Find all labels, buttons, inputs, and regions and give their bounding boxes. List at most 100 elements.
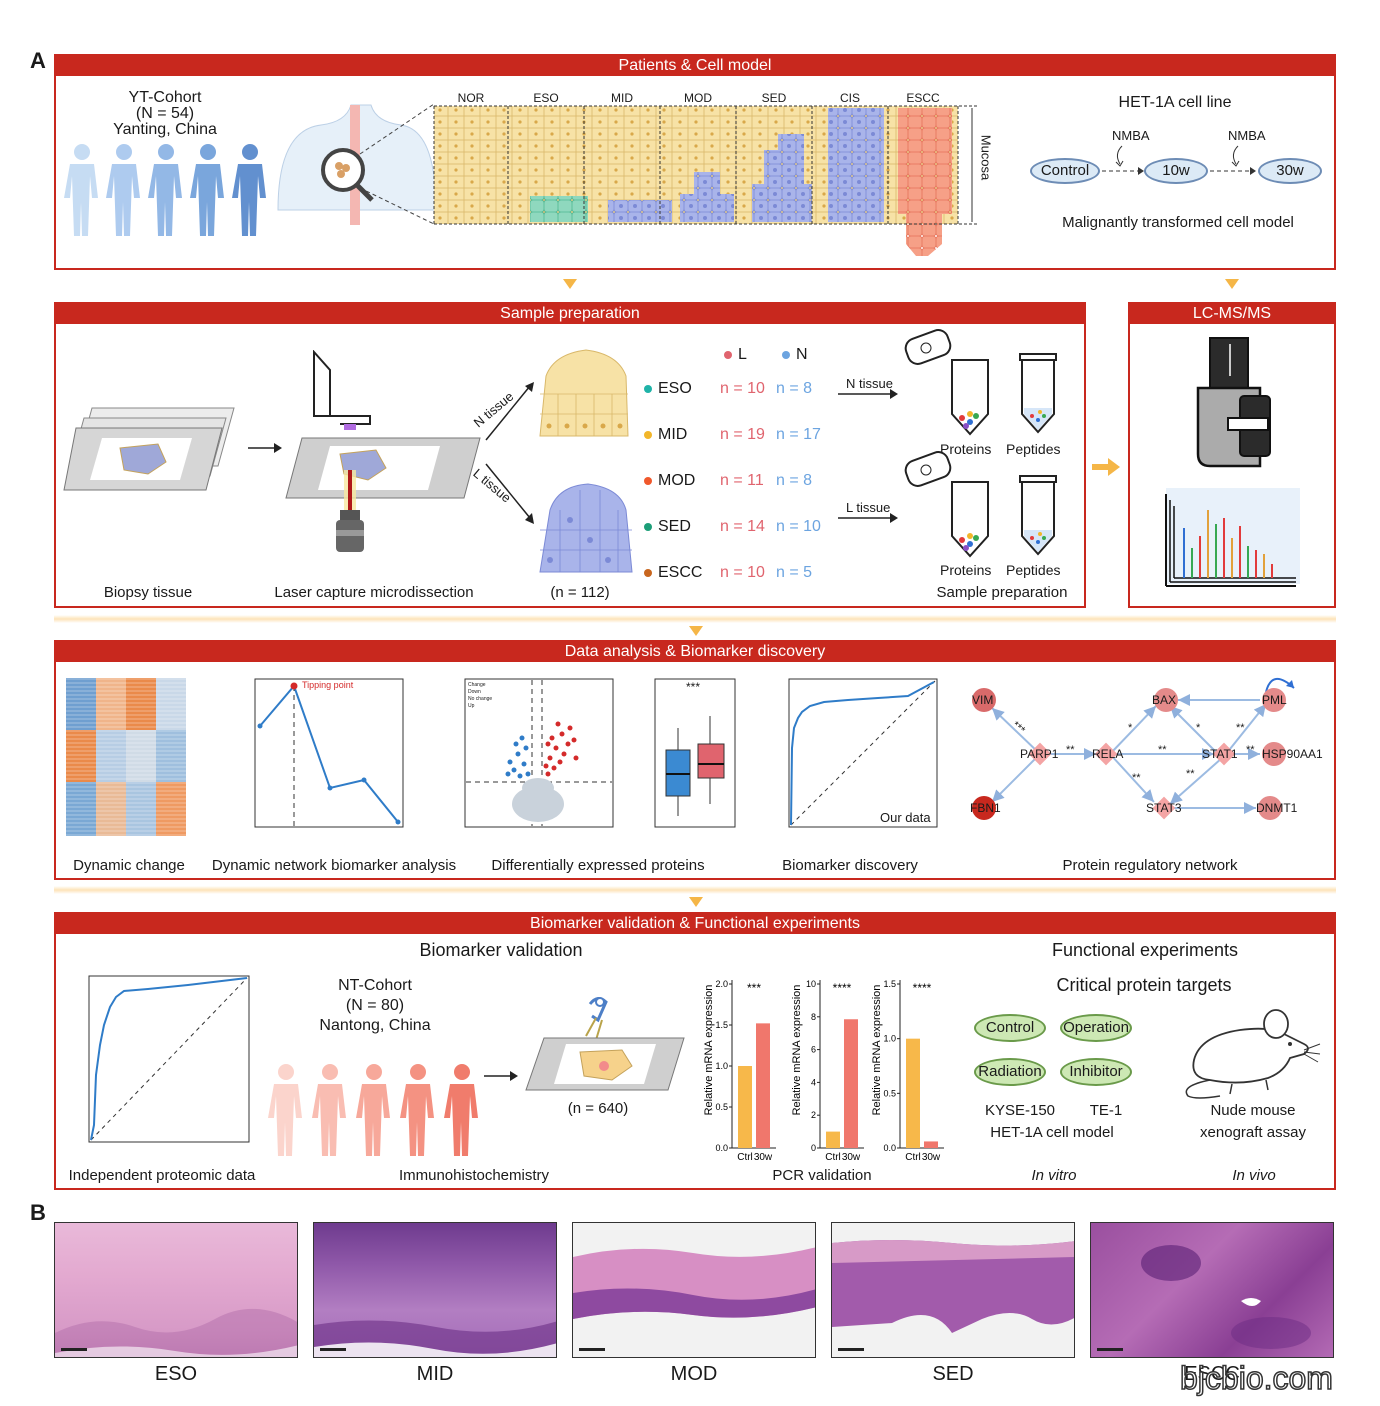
group-row-mod: MOD (644, 472, 695, 490)
peptides-label-1: Peptides (1006, 441, 1061, 457)
pcr2-xtick-ctrl: Ctrl (825, 1152, 841, 1162)
pcr1-xtick-ctrl: Ctrl (737, 1152, 753, 1162)
te1-label: TE-1 (1089, 1102, 1123, 1119)
critical-targets-heading: Critical protein targets (1056, 975, 1232, 995)
node-hsp90aa1 (1262, 742, 1286, 766)
scale-bar-escc (1097, 1348, 1123, 1351)
group-dot-mod (644, 476, 652, 485)
ytick-label: 4 (811, 1077, 816, 1087)
net-label-fbn1: FBN1 (970, 801, 1001, 815)
legend-l-dot (724, 350, 732, 359)
yt-cohort-place: Yanting, China (113, 121, 217, 138)
analysis-panel: Data analysis & Biomarker discovery (54, 640, 1336, 880)
group-dot-sed (644, 522, 652, 531)
group-dot-escc (644, 568, 652, 577)
net-label-stat3: STAT3 (1146, 801, 1182, 815)
group-l-mod: n = 11 (720, 472, 764, 489)
nt-cohort-n: (N = 80) (345, 997, 405, 1014)
volcano-legend-down: Down (468, 689, 481, 695)
nt-cohort-label: NT-Cohort (N = 80) Nantong, China (300, 976, 450, 1036)
ytick-label: 0.5 (883, 1088, 896, 1098)
flow-arrow-4 (689, 897, 703, 907)
person-icon (64, 144, 98, 236)
node-dnmt1 (1258, 796, 1282, 820)
group-l-mid: n = 19 (720, 426, 765, 443)
patients-panel: Patients & Cell model (54, 54, 1336, 270)
box-plot-significance: *** (686, 680, 701, 694)
ytick-label: 2 (811, 1110, 816, 1120)
legend-n-text: N (796, 346, 808, 363)
net-label-vim: VIM (972, 693, 994, 707)
ytick-label: 0.5 (715, 1102, 728, 1112)
mucosa-label: Mucosa (978, 134, 994, 181)
independent-roc-curve (88, 975, 250, 1143)
kyse150-label: KYSE-150 (984, 1102, 1056, 1119)
caption-network: Protein regulatory network (1062, 857, 1238, 874)
pcr3-xtick-ctrl: Ctrl (905, 1152, 921, 1162)
het1a-model-label: HET-1A cell model (990, 1124, 1114, 1141)
panel-letter-b: B (30, 1200, 46, 1225)
biopsy-slides (63, 407, 235, 491)
total-sample-n: (n = 112) (550, 584, 610, 601)
net-sig-8: ** (1186, 768, 1195, 780)
pcr-chart-3: Relative mRNA expression 0.00.51.01.5 Ct… (871, 979, 944, 1162)
dish-arrows (1102, 167, 1256, 175)
box-plot (654, 678, 736, 828)
caption-independent: Independent proteomic data (68, 1167, 256, 1184)
flow-arrow-1 (563, 279, 577, 289)
dish-radiation: Radiation (974, 1058, 1046, 1086)
roc-curve (788, 678, 938, 828)
dish-operation: Operation (1060, 1014, 1132, 1042)
node-vim (972, 688, 996, 712)
caption-sample-prep: Sample preparation (936, 584, 1068, 601)
net-sig-7: * (1196, 722, 1201, 734)
nt-patients-figures (268, 1064, 478, 1156)
validation-panel-title: Biomarker validation & Functional experi… (56, 914, 1334, 934)
dynamic-change-heatmap (66, 678, 186, 836)
group-dot-mid (644, 430, 652, 439)
volcano-legend-title: Change (468, 682, 486, 688)
ytick-label: 0.0 (883, 1143, 896, 1153)
histology-image-mod (572, 1222, 816, 1358)
sample-panel: Sample preparation (54, 302, 1086, 608)
ytick-label: 1.5 (883, 979, 896, 989)
nmba-arrows (1115, 145, 1240, 167)
scale-bar-mod (579, 1348, 605, 1351)
n-tissue-arrow-label: N tissue (846, 376, 893, 391)
group-n-eso: n = 8 (776, 380, 813, 397)
legend-l-text: L (738, 346, 747, 363)
l-tissue-arrow-label: L tissue (846, 500, 891, 515)
esophagus-magnifier (277, 103, 436, 225)
ytick-label: 0 (811, 1143, 816, 1153)
net-label-rela: RELA (1092, 747, 1124, 761)
caption-lcm: Laser capture microdissection (274, 584, 474, 601)
net-sig-2: ** (1066, 744, 1075, 756)
validation-panel: Biomarker validation & Functional experi… (54, 912, 1336, 1190)
protein-regulatory-network (972, 678, 1295, 820)
mucosa-progression-diagram (433, 105, 978, 256)
caption-ihc: Immunohistochemistry (398, 1167, 550, 1184)
net-label-stat1: STAT1 (1202, 747, 1238, 761)
flow-arrow-3 (689, 626, 703, 636)
group-dot-eso (644, 384, 652, 393)
pcr2-bar-ctrl (826, 1131, 840, 1148)
group-l-sed: n = 14 (720, 518, 765, 535)
tubes-l-tissue (904, 451, 1057, 558)
stage-cis: CIS (839, 91, 860, 105)
ytick-label: 2.0 (715, 979, 728, 989)
lcms-panel: LC-MS/MS (1128, 302, 1336, 608)
patients-figures (64, 144, 266, 236)
dish-control-green: Control (974, 1014, 1046, 1042)
pcr2-significance: **** (833, 981, 852, 995)
node-bax (1154, 688, 1178, 712)
net-label-hsp90aa1: HSP90AA1 (1262, 747, 1323, 761)
pcr1-yticks: 0.00.51.01.52.0 (715, 979, 732, 1153)
stage-mid: MID (611, 91, 633, 105)
histology-label-mod: MOD (670, 1363, 718, 1385)
group-n-mod: n = 8 (776, 472, 813, 489)
group-row-eso: ESO (644, 380, 692, 398)
stage-eso: ESO (533, 91, 559, 105)
watermark: bjcbio.com (1179, 1359, 1333, 1397)
